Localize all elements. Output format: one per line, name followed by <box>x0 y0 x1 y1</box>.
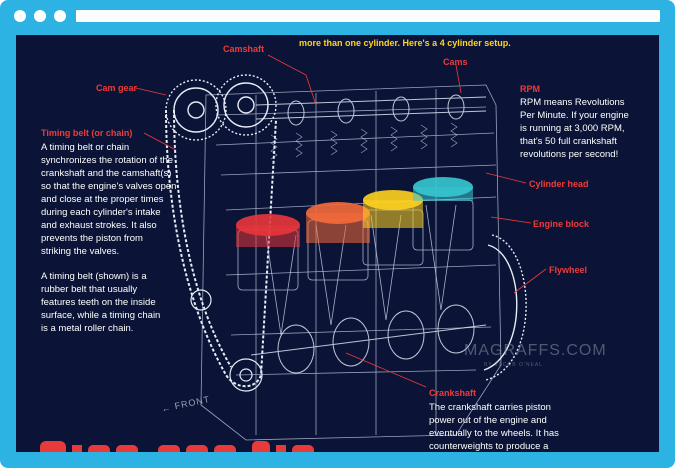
watermark: MAGRAFFS.COM <box>464 342 607 359</box>
arrow-left-icon: ← <box>160 402 173 415</box>
top-caption: more than one cylinder. Here's a 4 cylin… <box>299 38 511 48</box>
watermark-sub: BY JACOB O'NEAL <box>484 362 543 368</box>
engine-diagram <box>135 54 547 441</box>
rpm-title: RPM <box>520 84 540 94</box>
address-bar[interactable] <box>76 10 660 22</box>
minimize-dot-icon[interactable] <box>34 10 46 22</box>
cams-label: Cams <box>443 57 468 67</box>
infographic-panel: more than one cylinder. Here's a 4 cylin… <box>16 35 659 452</box>
cylinder-head-label: Cylinder head <box>529 179 589 189</box>
crankshaft-label: Crankshaft <box>429 388 477 398</box>
piston-tops <box>236 177 473 247</box>
timing-belt-paragraph-1: A timing belt or chain synchronizes the … <box>41 142 177 257</box>
camshaft-label: Camshaft <box>223 44 265 54</box>
browser-titlebar <box>0 0 675 34</box>
cam-gear-label: Cam gear <box>96 83 138 93</box>
maximize-dot-icon[interactable] <box>54 10 66 22</box>
flywheel-label: Flywheel <box>549 265 588 275</box>
close-dot-icon[interactable] <box>14 10 26 22</box>
partial-heading-decoration <box>40 439 340 452</box>
crankshaft-description: The crankshaft carries piston power out … <box>429 402 559 452</box>
rpm-description: RPM means Revolutions Per Minute. If you… <box>520 97 629 160</box>
timing-belt-title: Timing belt (or chain) <box>41 128 133 138</box>
engine-block-label: Engine block <box>533 219 590 229</box>
timing-belt-paragraph-2: A timing belt (shown) is a rubber belt t… <box>41 271 161 334</box>
